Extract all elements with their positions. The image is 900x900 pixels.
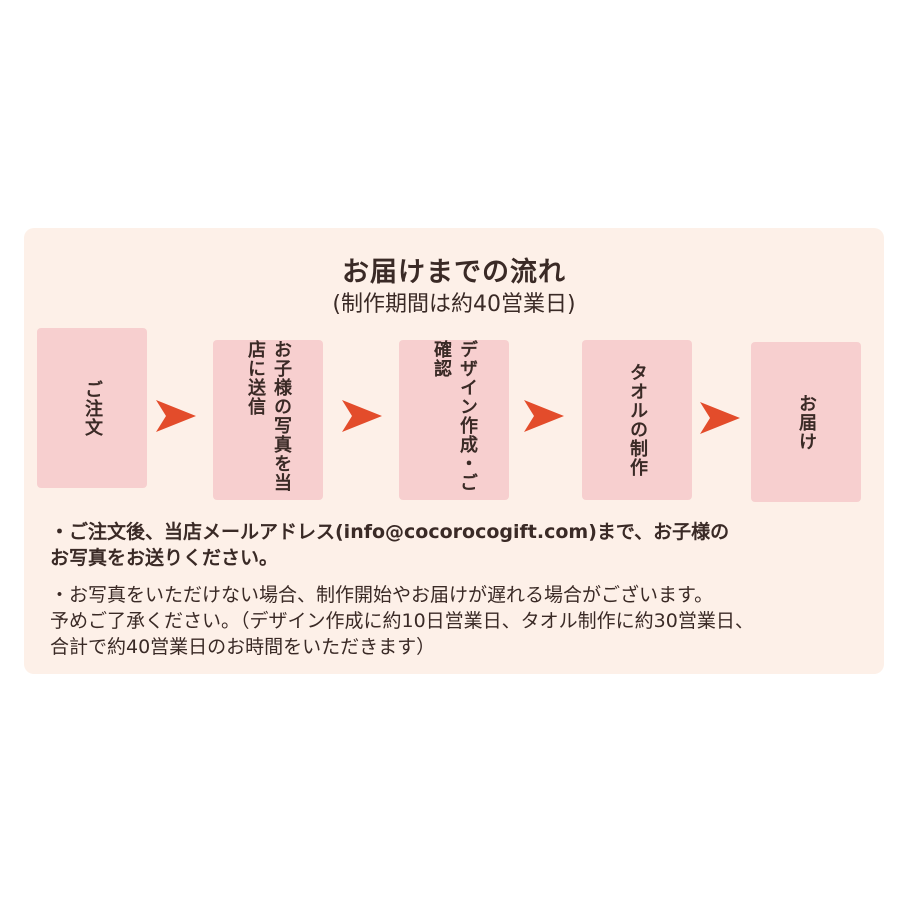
arrow-right-icon (342, 400, 382, 432)
step-design: デザイン作成・ご確認 (399, 340, 509, 500)
step-order: ご注文 (37, 328, 147, 488)
step-order-label: ご注文 (82, 379, 103, 437)
note-delay-line2: 予めご了承ください。（デザイン作成に約10日営業日、タオル制作に約30営業日、 (50, 610, 754, 632)
arrow-right-icon (700, 402, 740, 434)
arrow-right-icon (156, 400, 196, 432)
step-design-label: デザイン作成・ご確認 (431, 340, 478, 492)
note-delay-line3: 合計で約40営業日のお時間をいただきます） (50, 636, 436, 658)
note-delay-line1: ・お写真をいただけない場合、制作開始やお届けが遅れる場合がございます。 (50, 584, 714, 606)
step-towel-production: タオルの制作 (582, 340, 692, 500)
note-send-photo-line1: ・ご注文後、当店メールアドレス(info@cocorocogift.com)まで… (50, 521, 730, 543)
page-title: お届けまでの流れ (342, 257, 566, 288)
step-towel-production-label: タオルの制作 (627, 363, 648, 477)
arrow-right-icon (524, 400, 564, 432)
note-send-photo-line2: お写真をお送りください。 (50, 547, 279, 569)
step-send-photo-label: お子様の写真を当店に送信 (245, 340, 292, 492)
step-delivery-label: お届け (796, 393, 817, 451)
flow-panel: お届けまでの流れ (制作期間は約40営業日) ご注文 お子様の写真を当店に送信 … (24, 228, 884, 674)
step-send-photo: お子様の写真を当店に送信 (213, 340, 323, 500)
page-subtitle: (制作期間は約40営業日) (332, 292, 576, 317)
step-delivery: お届け (751, 342, 861, 502)
